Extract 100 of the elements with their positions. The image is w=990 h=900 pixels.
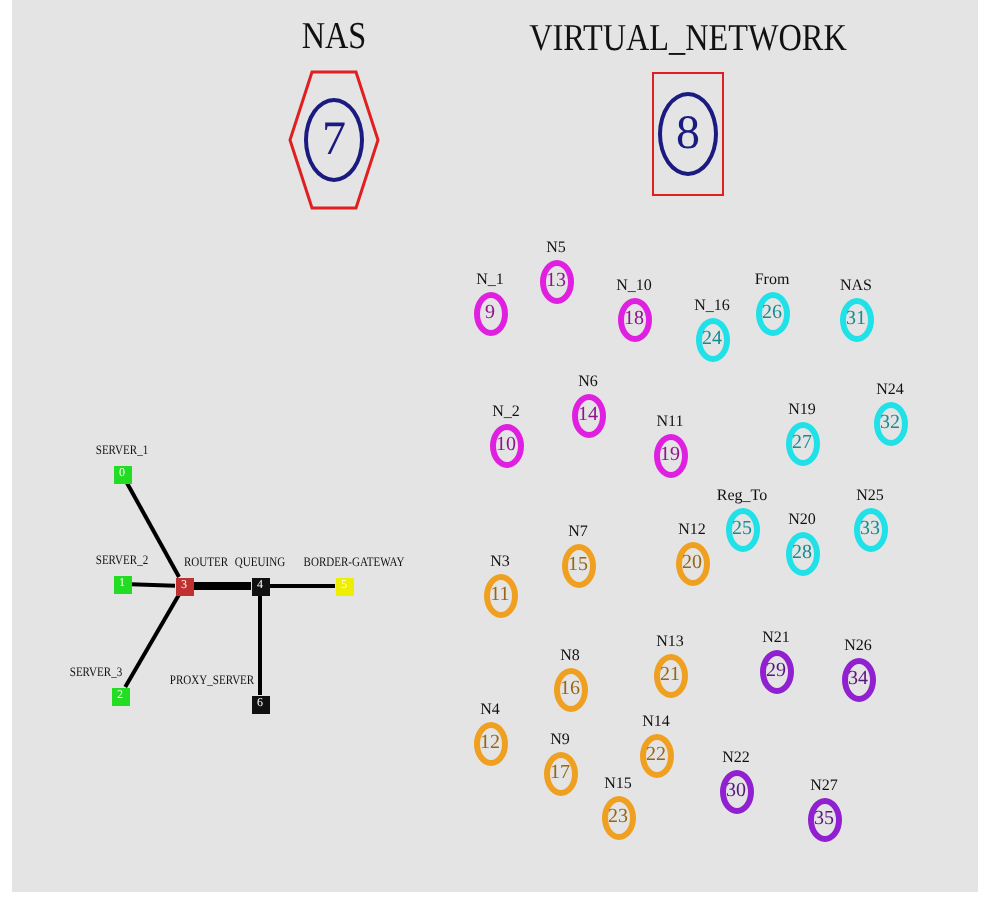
node-label: N8 [560, 648, 580, 664]
node-number: 20 [682, 554, 702, 574]
node-label: N26 [844, 638, 872, 654]
node-number: 32 [880, 414, 900, 434]
network-node-circle [571, 394, 605, 438]
network-node-circle [725, 508, 759, 552]
network-node-circle [617, 298, 651, 342]
node-label: N22 [722, 750, 750, 766]
node-number: 35 [814, 810, 834, 830]
hexagon-node [288, 70, 380, 210]
network-node-square [251, 577, 269, 595]
node-number: 23 [608, 808, 628, 828]
network-node-circle [719, 770, 753, 814]
link-line [123, 594, 181, 688]
network-node-square [113, 575, 131, 593]
network-node-square [335, 577, 353, 595]
node-label: VIRTUAL_NETWORK [529, 20, 847, 58]
node-label: NAS [840, 278, 872, 294]
network-node-circle [553, 668, 587, 712]
node-number: 19 [660, 446, 680, 466]
node-number: 25 [732, 520, 752, 540]
network-node-circle [653, 434, 687, 478]
node-label: N27 [810, 778, 838, 794]
node-label: N14 [642, 714, 670, 730]
node-number: 15 [568, 556, 588, 576]
network-node-circle [695, 318, 729, 362]
node-number: 12 [480, 734, 500, 754]
network-node-square [113, 465, 131, 483]
node-label: N3 [490, 554, 510, 570]
node-number: 26 [762, 304, 782, 324]
network-node-circle [483, 574, 517, 618]
node-number: 17 [550, 764, 570, 784]
network-node-circle [785, 532, 819, 576]
node-label: N4 [480, 702, 500, 718]
node-label: From [754, 272, 790, 288]
node-number: 10 [496, 436, 516, 456]
node-label: NAS [301, 18, 367, 56]
node-number: 14 [578, 406, 598, 426]
network-node-circle [489, 424, 523, 468]
link-line [193, 582, 251, 590]
link-line [269, 584, 335, 588]
network-node-circle [639, 734, 673, 778]
node-label: N19 [788, 402, 816, 418]
node-label: N_16 [694, 298, 730, 314]
node-number: 18 [624, 310, 644, 330]
node-label: N15 [604, 776, 632, 792]
node-label: N11 [656, 414, 684, 430]
node-label: N24 [876, 382, 904, 398]
node-number: 29 [766, 662, 786, 682]
network-node-circle [473, 722, 507, 766]
rectangle-node [652, 72, 724, 196]
link-line [258, 595, 262, 695]
network-node-circle [653, 654, 687, 698]
node-number: 9 [485, 304, 495, 324]
link-line [130, 582, 176, 588]
network-node-circle [839, 298, 873, 342]
node-label: N5 [546, 240, 566, 256]
node-label: N6 [578, 374, 598, 390]
node-label: N25 [856, 488, 884, 504]
network-node-circle [755, 292, 789, 336]
network-node-square [111, 687, 129, 705]
node-number: 30 [726, 782, 746, 802]
node-number: 21 [660, 666, 680, 686]
network-node-circle [543, 752, 577, 796]
node-number: 24 [702, 330, 722, 350]
network-node-circle [841, 658, 875, 702]
network-node-circle [601, 796, 635, 840]
node-label: N12 [678, 522, 706, 538]
node-number: 28 [792, 544, 812, 564]
network-node-circle [759, 650, 793, 694]
node-number: 7 [304, 98, 364, 182]
node-label: N7 [568, 524, 588, 540]
node-number: 27 [792, 434, 812, 454]
node-label: Reg_To [716, 488, 768, 504]
network-node-circle [539, 260, 573, 304]
network-node-circle [785, 422, 819, 466]
node-number: 31 [846, 310, 866, 330]
node-label: N_10 [616, 278, 652, 294]
node-label: N20 [788, 512, 816, 528]
network-node-square [251, 695, 269, 713]
node-number: 33 [860, 520, 880, 540]
network-node-circle [807, 798, 841, 842]
node-number: 34 [848, 670, 868, 690]
link-line [125, 482, 181, 578]
node-number: 16 [560, 680, 580, 700]
network-node-circle [561, 544, 595, 588]
node-label: N_1 [476, 272, 504, 288]
network-node-circle [473, 292, 507, 336]
node-number: 8 [658, 92, 718, 176]
node-label: N9 [550, 732, 570, 748]
network-node-circle [675, 542, 709, 586]
network-node-square [175, 577, 193, 595]
node-number: 11 [490, 586, 510, 606]
node-number: 13 [546, 272, 566, 292]
node-label: N_2 [492, 404, 520, 420]
network-node-circle [853, 508, 887, 552]
node-label: N21 [762, 630, 790, 646]
node-label: N13 [656, 634, 684, 650]
network-node-circle [873, 402, 907, 446]
node-number: 22 [646, 746, 666, 766]
